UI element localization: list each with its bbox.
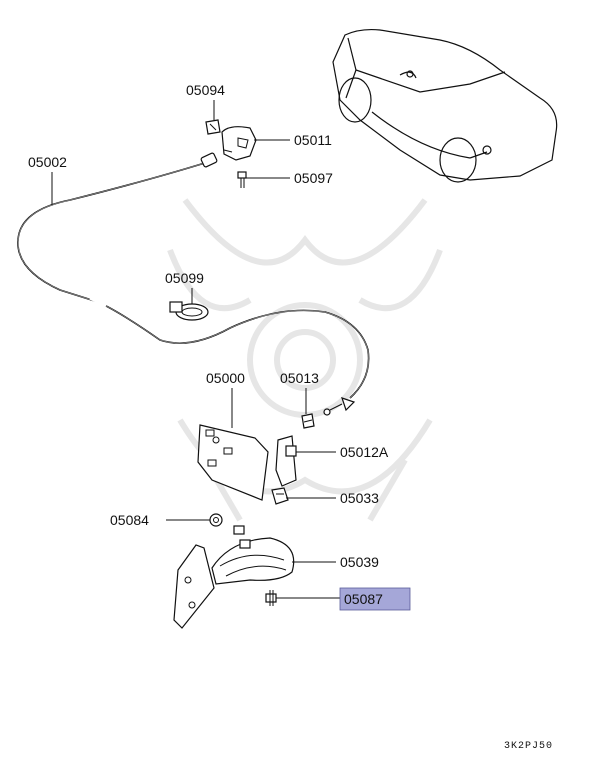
label-05011[interactable]: 05011	[294, 132, 332, 148]
part-labels: 05094 05011 05002 05097 05099 05000 0501…	[28, 82, 389, 607]
part-05011-lever	[221, 126, 257, 161]
part-05012A-bracket	[275, 435, 297, 487]
label-05099[interactable]: 05099	[165, 270, 204, 286]
label-05084[interactable]: 05084	[110, 512, 149, 528]
diagram-code: 3K2PJ50	[504, 741, 553, 752]
part-05087-bolt	[265, 590, 277, 606]
part-05039-hinge	[173, 525, 295, 629]
part-05087-highlight	[339, 587, 411, 611]
cable-end-fitting	[200, 152, 356, 416]
part-05099-clamp	[169, 301, 209, 321]
label-05039[interactable]: 05039	[340, 554, 379, 570]
label-05012A[interactable]: 05012A	[340, 444, 389, 460]
part-05033-spring	[271, 487, 289, 505]
label-05087[interactable]: 05087	[344, 591, 383, 607]
label-05033[interactable]: 05033	[340, 490, 379, 506]
part-05094-clip	[205, 119, 221, 135]
part-05000-fuel-lid	[197, 424, 269, 501]
part-05013-bumper	[301, 413, 315, 429]
part-05084-grommet	[209, 513, 223, 527]
label-05002[interactable]: 05002	[28, 154, 67, 170]
release-cable	[17, 161, 370, 399]
label-05094[interactable]: 05094	[186, 82, 225, 98]
label-05000[interactable]: 05000	[206, 370, 245, 386]
part-05097-screw	[237, 171, 247, 188]
leader-lines	[51, 100, 340, 599]
label-05013[interactable]: 05013	[280, 370, 319, 386]
vehicle-outline	[332, 28, 558, 183]
label-05097[interactable]: 05097	[294, 170, 333, 186]
